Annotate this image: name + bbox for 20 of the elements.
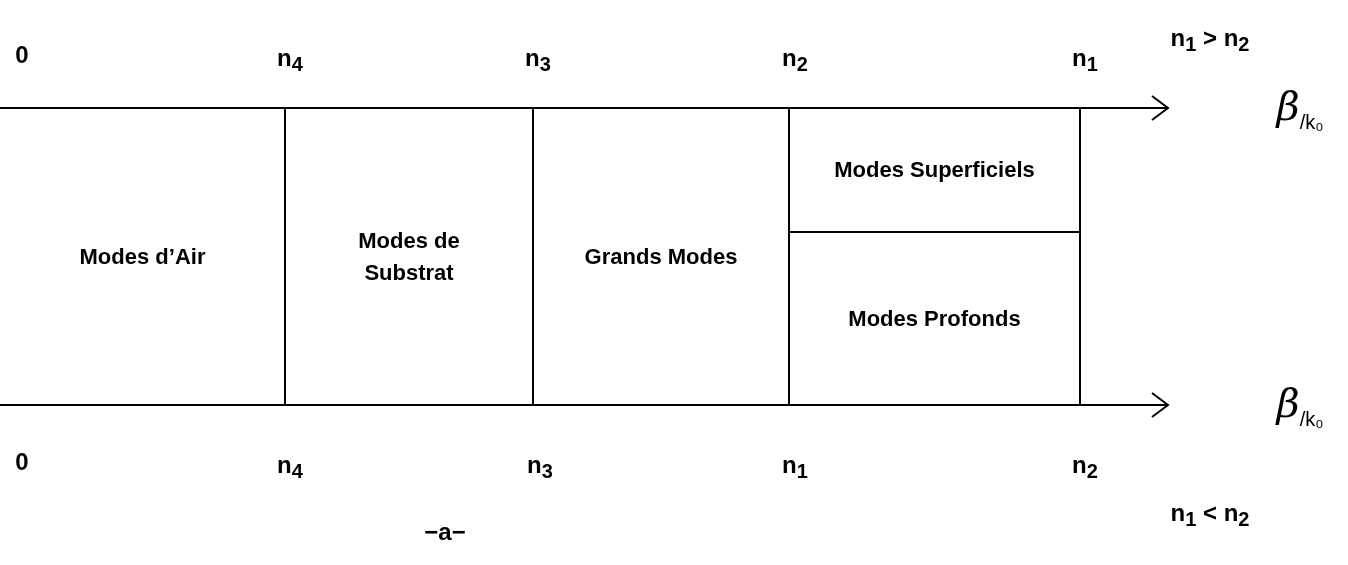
tick-label: n$_{1}$ xyxy=(782,450,808,484)
mode-region-label: Modes Superficiels xyxy=(834,156,1035,185)
tick-label: n$_{3}$ xyxy=(525,43,551,77)
figure-caption: −a− xyxy=(424,518,466,546)
relation-note: n$_{1}$ < n$_{2}$ xyxy=(1170,498,1250,532)
tick-label: n$_{3}$ xyxy=(527,450,553,484)
mode-region-label: Grands Modes xyxy=(584,242,738,271)
tick-label: n$_{4}$ xyxy=(277,450,303,484)
tick-label: n$_{4}$ xyxy=(277,43,303,77)
tick-label: 0 xyxy=(15,448,29,476)
axis-label: β$_{/k₀}$ xyxy=(1276,82,1324,134)
tick-label: 0 xyxy=(15,41,29,69)
relation-note: n$_{1}$ > n$_{2}$ xyxy=(1170,23,1250,57)
axis-label: β$_{/k₀}$ xyxy=(1276,379,1324,431)
tick-label: n$_{2}$ xyxy=(1072,450,1098,484)
mode-region-label: Modes d’Air xyxy=(79,242,206,271)
tick-label: n$_{1}$ xyxy=(1072,43,1098,77)
mode-region-label: Modes Profonds xyxy=(848,304,1021,333)
tick-label: n$_{2}$ xyxy=(782,43,808,77)
mode-region-label: Modes de Substrat xyxy=(357,226,461,287)
